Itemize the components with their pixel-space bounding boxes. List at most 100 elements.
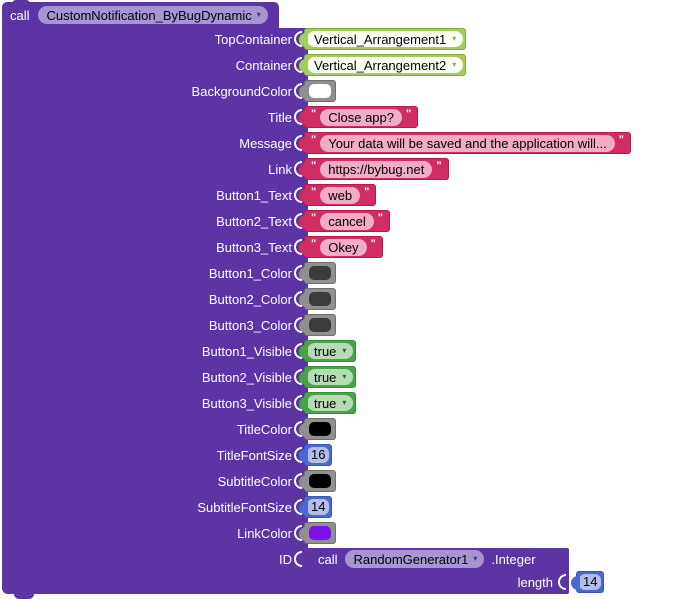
param-row-link: Link " https://bybug.net " — [0, 158, 675, 180]
text-value: cancel — [320, 212, 374, 230]
param-label: Title — [267, 109, 292, 125]
param-label: TopContainer — [214, 31, 292, 47]
close-quote: " — [436, 160, 442, 172]
color-block[interactable] — [299, 314, 336, 336]
boolean-value: true — [314, 369, 337, 385]
param-row-button1-text: Button1_Text " web " — [0, 184, 675, 206]
value-socket — [294, 161, 302, 177]
color-block[interactable] — [299, 470, 336, 492]
dropdown-arrow-icon: ▾ — [342, 346, 347, 355]
text-value: Close app? — [320, 108, 402, 126]
color-swatch — [309, 422, 331, 436]
value-socket — [294, 187, 302, 203]
open-quote: " — [311, 160, 317, 172]
number-value: 14 — [579, 574, 602, 590]
value-socket — [294, 369, 302, 385]
component-name: Vertical_Arrangement2 — [314, 57, 447, 73]
boolean-dropdown-block[interactable]: true ▾ — [298, 366, 357, 388]
close-quote: " — [618, 134, 624, 146]
value-socket — [294, 343, 302, 359]
param-label: Message — [239, 135, 292, 151]
param-row-linkcolor: LinkColor — [0, 522, 675, 544]
color-block[interactable] — [299, 288, 336, 310]
param-label: TitleColor — [236, 421, 292, 437]
color-block[interactable] — [299, 522, 336, 544]
text-value: Your data will be saved and the applicat… — [320, 134, 615, 152]
value-socket — [294, 291, 302, 307]
number-value: 14 — [307, 499, 330, 515]
number-block[interactable]: 14 — [570, 571, 605, 593]
number-block[interactable]: 14 — [298, 496, 333, 518]
boolean-dropdown-block[interactable]: true ▾ — [298, 340, 357, 362]
dropdown-arrow-icon: ▾ — [342, 372, 347, 381]
param-label: Container — [235, 57, 292, 73]
param-label: Button3_Color — [208, 317, 292, 333]
call-keyword: call — [10, 7, 30, 23]
component-dropdown[interactable]: RandomGenerator1 ▾ — [344, 550, 485, 568]
param-row-backgroundcolor: BackgroundColor — [0, 80, 675, 102]
color-block[interactable] — [299, 262, 336, 284]
component-dropdown-block[interactable]: Vertical_Arrangement1 ▾ — [298, 28, 467, 50]
param-row-button1-visible: Button1_Visible true ▾ — [0, 340, 675, 362]
param-label: Button3_Text — [216, 239, 292, 255]
value-socket — [294, 317, 302, 333]
param-label: BackgroundColor — [191, 83, 292, 99]
param-label: SubtitleFontSize — [197, 499, 292, 515]
dropdown-arrow-icon: ▾ — [452, 60, 457, 69]
text-block[interactable]: " https://bybug.net " — [299, 158, 449, 180]
param-row-id: ID call RandomGenerator1 ▾ .Integer leng… — [0, 548, 675, 594]
method-name: CustomNotification_ByBugDynamic — [46, 7, 252, 23]
open-quote: " — [311, 186, 317, 198]
text-block[interactable]: " Okey " — [299, 236, 383, 258]
color-swatch — [309, 84, 331, 98]
param-label: length — [517, 574, 553, 590]
close-quote: " — [377, 212, 384, 224]
text-value: web — [320, 186, 361, 204]
color-block[interactable] — [299, 418, 336, 440]
value-socket — [294, 239, 302, 255]
text-block[interactable]: " Close app? " — [298, 106, 419, 128]
value-socket — [558, 574, 566, 590]
param-label: Button2_Text — [216, 213, 292, 229]
value-socket — [294, 525, 302, 541]
param-row-button2-color: Button2_Color — [0, 288, 675, 310]
param-row-button3-visible: Button3_Visible true ▾ — [0, 392, 675, 414]
close-quote: " — [370, 238, 376, 250]
open-quote: " — [311, 212, 317, 224]
component-dropdown-block[interactable]: Vertical_Arrangement2 ▾ — [298, 54, 467, 76]
boolean-value: true — [314, 395, 337, 411]
value-socket — [294, 421, 302, 437]
param-row-topcontainer: TopContainer Vertical_Arrangement1 ▾ — [0, 28, 675, 50]
param-label: TitleFontSize — [216, 447, 292, 463]
value-socket — [294, 31, 302, 47]
color-block[interactable] — [299, 80, 336, 102]
open-quote: " — [311, 134, 317, 146]
param-row-subtitlefontsize: SubtitleFontSize 14 — [0, 496, 675, 518]
number-block[interactable]: 16 — [298, 444, 333, 466]
param-row-button3-text: Button3_Text " Okey " — [0, 236, 675, 258]
value-socket — [294, 135, 302, 151]
text-block[interactable]: " Your data will be saved and the applic… — [299, 132, 631, 154]
param-label: Button3_Visible — [201, 395, 292, 411]
color-swatch — [309, 292, 331, 306]
color-swatch — [309, 474, 331, 488]
param-row-titlecolor: TitleColor — [0, 418, 675, 440]
param-row-button3-color: Button3_Color — [0, 314, 675, 336]
value-socket — [294, 499, 302, 515]
method-dropdown[interactable]: CustomNotification_ByBugDynamic ▾ — [37, 6, 268, 24]
call-block-header[interactable]: call CustomNotification_ByBugDynamic ▾ — [2, 2, 279, 28]
call-keyword: call — [318, 551, 338, 567]
value-socket — [294, 551, 302, 567]
close-quote: " — [364, 186, 370, 198]
text-block[interactable]: " cancel " — [298, 210, 391, 232]
boolean-dropdown-block[interactable]: true ▾ — [298, 392, 357, 414]
component-name: Vertical_Arrangement1 — [314, 31, 447, 47]
randomgenerator-call-block[interactable]: call RandomGenerator1 ▾ .Integer length … — [301, 548, 605, 594]
text-block[interactable]: " web " — [298, 184, 377, 206]
param-row-titlefontsize: TitleFontSize 16 — [0, 444, 675, 466]
component-name: RandomGenerator1 — [353, 551, 469, 567]
call-block-body[interactable] — [2, 28, 308, 594]
param-label: Button1_Visible — [201, 343, 292, 359]
param-row-button2-visible: Button2_Visible true ▾ — [0, 366, 675, 388]
param-row-container: Container Vertical_Arrangement2 ▾ — [0, 54, 675, 76]
